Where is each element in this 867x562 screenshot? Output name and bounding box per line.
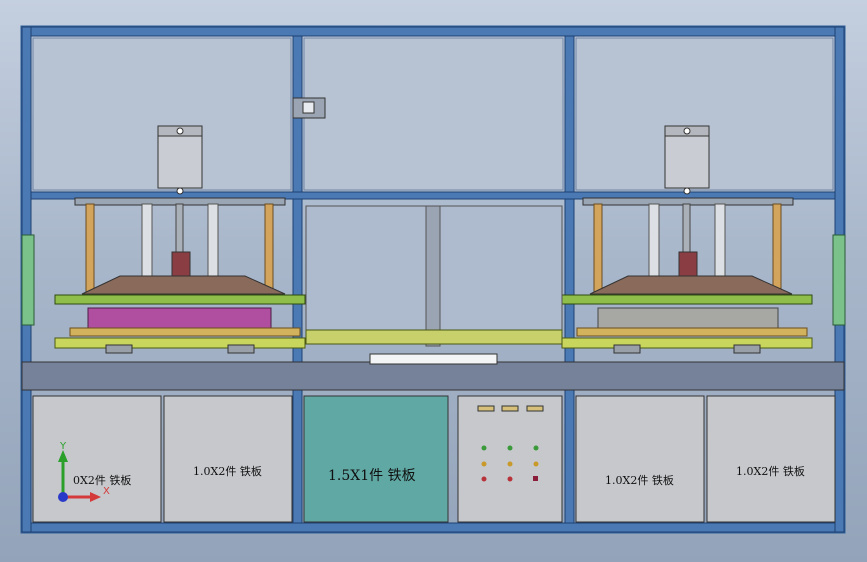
- plate-yellow-right: [576, 327, 808, 337]
- tan-rod-right-2: [772, 203, 782, 297]
- press-station-left: [54, 125, 306, 354]
- center-tray: [369, 353, 498, 365]
- indicator-slot-3: [526, 405, 544, 412]
- axis-x-label: X: [103, 486, 110, 497]
- button-stop[interactable]: [533, 476, 538, 481]
- axis-y-label: Y: [60, 441, 67, 452]
- guide-rod-right-2: [714, 203, 726, 277]
- mold-top-left: [81, 275, 286, 295]
- piston-rod-right: [682, 203, 691, 253]
- panel-5-label: 1.0X2件 铁板: [605, 474, 674, 487]
- axis-triad: [58, 450, 101, 502]
- button-red-2[interactable]: [507, 476, 513, 482]
- plate-green-right-top: [561, 294, 813, 305]
- panel-1-label: 0X2件 铁板: [73, 474, 132, 487]
- panel-6-label: 1.0X2件 铁板: [736, 465, 805, 478]
- magenta-block: [87, 307, 272, 329]
- foot-right-2: [733, 344, 761, 354]
- top-beam: [21, 26, 845, 37]
- cylinder-bolt-right: [683, 127, 691, 135]
- plate-green-left-bottom: [54, 337, 306, 349]
- control-panel: [457, 395, 563, 523]
- button-yellow-1[interactable]: [481, 461, 487, 467]
- button-red-1[interactable]: [481, 476, 487, 482]
- post-mid-left: [292, 35, 303, 524]
- foot-right-1: [613, 344, 641, 354]
- panel-3: [303, 395, 449, 523]
- button-yellow-2[interactable]: [507, 461, 513, 467]
- guide-rod-left-1: [141, 203, 153, 277]
- mold-top-right: [589, 275, 793, 295]
- axis-y-arrow: [58, 450, 68, 462]
- side-guard-left: [21, 234, 35, 326]
- cylinder-bolt-left-bottom: [176, 187, 184, 195]
- button-green-3[interactable]: [533, 445, 539, 451]
- plate-green-left-top: [54, 294, 306, 305]
- button-green-1[interactable]: [481, 445, 487, 451]
- side-guard-right: [832, 234, 846, 326]
- tan-rod-left-2: [264, 203, 274, 297]
- bottom-beam: [21, 522, 845, 533]
- panel-6: [706, 395, 836, 523]
- work-table: [21, 361, 845, 391]
- plate-yellow-left: [69, 327, 301, 337]
- panel-5: [575, 395, 705, 523]
- piston-rod-left: [175, 203, 184, 253]
- button-green-2[interactable]: [507, 445, 513, 451]
- window-pane-center: [303, 37, 564, 191]
- axis-x-arrow: [90, 492, 101, 502]
- press-station-right: [561, 125, 813, 354]
- upper-beam: [30, 191, 836, 200]
- cylinder-bolt-left: [176, 127, 184, 135]
- cylinder-bolt-right-bottom: [683, 187, 691, 195]
- guide-rod-right-1: [648, 203, 660, 277]
- panel-2: [163, 395, 293, 523]
- foot-left-2: [227, 344, 255, 354]
- tan-rod-left-1: [85, 203, 95, 297]
- plate-green-right-bottom: [561, 337, 813, 349]
- panel-1: [32, 395, 162, 523]
- button-yellow-3[interactable]: [533, 461, 539, 467]
- foot-left-1: [105, 344, 133, 354]
- post-mid-right: [564, 35, 575, 524]
- panel-3-label: 1.5X1件 铁板: [328, 468, 416, 484]
- center-rail: [305, 329, 563, 345]
- tan-rod-right-1: [593, 203, 603, 297]
- panel-2-label: 1.0X2件 铁板: [193, 465, 262, 478]
- indicator-slot-2: [501, 405, 519, 412]
- gray-block: [597, 307, 779, 329]
- control-box-window: [302, 101, 315, 114]
- axis-origin: [58, 492, 68, 502]
- center-divider: [425, 205, 441, 347]
- indicator-slot-1: [477, 405, 495, 412]
- guide-rod-left-2: [207, 203, 219, 277]
